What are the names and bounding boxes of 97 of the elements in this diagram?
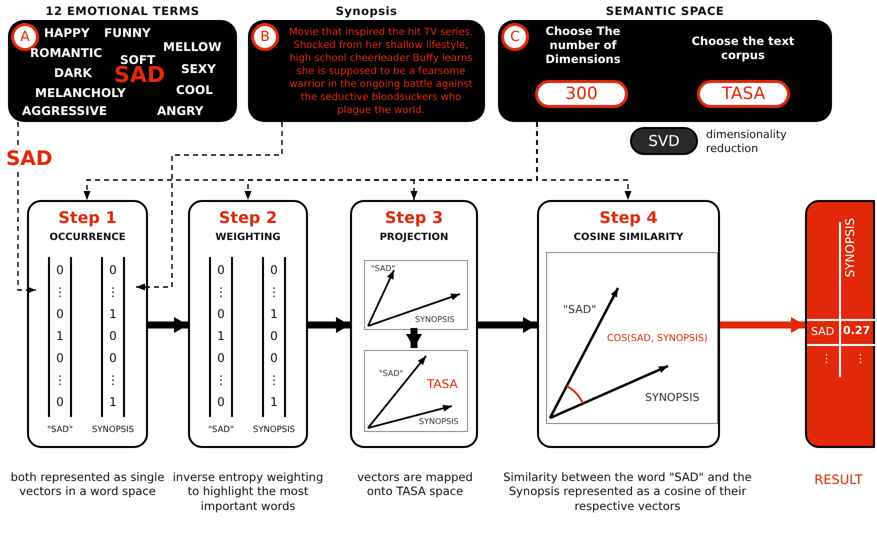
table-value: ⋮: [821, 352, 832, 365]
emotion-term: MELANCHOLY: [35, 86, 126, 100]
vector-entry: ⋮: [53, 284, 67, 300]
step-panel: [350, 200, 478, 448]
vector-entry: 0: [269, 350, 279, 366]
letter-badge: C: [501, 23, 529, 51]
step-title: Step 4: [598, 208, 659, 227]
value-tag: 300: [535, 80, 628, 108]
vector-entry: 0: [108, 350, 118, 366]
vector-entry: 1: [269, 394, 279, 410]
value-tag: TASA: [697, 80, 790, 108]
vector-entry: 0: [216, 306, 226, 322]
emotion-term: SEXY: [181, 62, 216, 76]
vector-label: "SAD": [379, 369, 404, 378]
synopsis-text: Movie that inspired the hit TV series. Shocked from her shallow lifestyle, high school cheerleader Buffy learns she is supposed to be a fearsome warrior in the ongoing battle against the seductive bloodsuckers who plague the world.: [288, 26, 474, 117]
vector-entry: 0: [269, 328, 279, 344]
vector-plot: [364, 350, 468, 432]
vector-entry: ⋮: [106, 372, 120, 388]
option-label: Choose the text corpus: [690, 34, 796, 62]
step-panel: [188, 200, 308, 448]
term-label: SAD: [6, 146, 52, 170]
vector-entry: ⋮: [214, 284, 228, 300]
vector-label: "SAD": [371, 264, 396, 273]
step-subtitle: COSINE SIMILARITY: [572, 232, 684, 243]
vector-entry: 0: [269, 262, 279, 278]
dashed-arrow: [136, 122, 283, 290]
result-table: [805, 200, 875, 448]
block-arrow: [478, 317, 537, 333]
row-header: SAD: [811, 325, 834, 338]
vector-entry: 1: [269, 306, 279, 322]
emotion-term: AGGRESSIVE: [22, 104, 108, 118]
emotion-term: COOL: [176, 83, 213, 97]
vector-plot: [364, 260, 468, 330]
dashed-arrow: [536, 122, 632, 200]
dashed-arrow: [17, 172, 36, 294]
vector-label: SYNOPSIS: [415, 315, 455, 324]
formula-label: COS(SAD, SYNOPSIS): [607, 333, 708, 344]
table-value: 0.27: [843, 324, 870, 337]
vector-entry: ⋮: [267, 372, 281, 388]
vector-entry: 0: [108, 328, 118, 344]
vector-entry: 0: [216, 262, 226, 278]
vector-entry: 1: [108, 394, 118, 410]
caption-text: inverse entropy weighting to highlight the most important words: [172, 470, 324, 514]
result-label: RESULT: [813, 473, 864, 490]
block-arrow: [720, 317, 805, 333]
block-arrow: [148, 317, 188, 333]
vector-entry: 0: [108, 262, 118, 278]
vector-entry: 1: [108, 306, 118, 322]
caption-text: both represented as single vectors in a word space: [10, 470, 166, 499]
step-title: Step 3: [384, 208, 444, 227]
block-arrow: [406, 328, 422, 348]
panel-heading: SEMANTIC SPACE: [604, 4, 726, 18]
emotion-term: FUNNY: [104, 26, 151, 40]
step-panel: [537, 200, 720, 448]
corpus-label: TASA: [427, 377, 458, 391]
vector-entry: 0: [55, 262, 65, 278]
caption-text: vectors are mapped onto TASA space: [356, 470, 474, 499]
emotion-term: DARK: [54, 66, 92, 80]
step-title: Step 1: [57, 208, 118, 227]
step-subtitle: PROJECTION: [378, 232, 450, 243]
vector-label: SYNOPSIS: [419, 417, 459, 426]
option-label: Choose The number of Dimensions: [544, 24, 622, 66]
step-title: Step 2: [218, 208, 278, 227]
emotion-term: HAPPY: [44, 26, 90, 40]
letter-badge: B: [251, 23, 279, 51]
vector-label: SYNOPSIS: [645, 391, 700, 404]
table-value: ⋮: [855, 352, 866, 365]
vector-entry: 0: [55, 350, 65, 366]
emotion-term: MELLOW: [163, 40, 222, 54]
vector-entry: ⋮: [214, 372, 228, 388]
panel-heading: 12 EMOTIONAL TERMS: [44, 4, 201, 18]
step-subtitle: WEIGHTING: [214, 232, 282, 243]
vector-entry: 1: [55, 328, 65, 344]
step-subtitle: OCCURRENCE: [48, 232, 127, 243]
vector-label: "SAD": [207, 425, 235, 435]
vector-entry: ⋮: [106, 284, 120, 300]
dashed-line: [17, 122, 19, 146]
vector-entry: ⋮: [267, 284, 281, 300]
vector-label: "SAD": [46, 425, 74, 435]
method-tag: SVD: [630, 127, 698, 155]
panel-heading: Synopsis: [334, 4, 398, 18]
vector-entry: 1: [216, 328, 226, 344]
vector-entry: 0: [216, 394, 226, 410]
emotion-term: ANGRY: [157, 104, 204, 118]
caption-text: Similarity between the word "SAD" and the Synopsis represented as a cosine of their respective vectors: [502, 470, 753, 514]
vector-label: "SAD": [563, 303, 596, 316]
vector-label: SYNOPSIS: [252, 425, 296, 435]
vector-entry: ⋮: [53, 372, 67, 388]
step-panel: [27, 200, 148, 448]
vector-entry: 0: [55, 306, 65, 322]
vector-plot: [546, 252, 718, 424]
vector-entry: 0: [216, 350, 226, 366]
column-header: SYNOPSIS: [843, 218, 857, 278]
vector-label: SYNOPSIS: [90, 425, 136, 435]
vector-entry: 0: [55, 394, 65, 410]
annotation-text: dimensionality reduction: [706, 128, 788, 156]
block-arrow: [308, 317, 350, 333]
